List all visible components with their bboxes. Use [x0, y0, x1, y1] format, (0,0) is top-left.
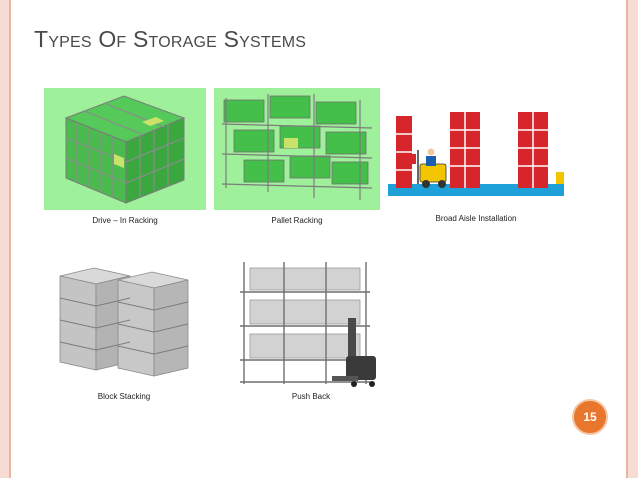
broad-aisle-installation-image: [388, 100, 564, 196]
right-border-line: [626, 0, 628, 478]
left-border-line: [9, 0, 11, 478]
push-back-image: [236, 258, 386, 390]
slide-title: Types Of Storage Systems: [34, 26, 307, 52]
pallet-racking-caption: Pallet Racking: [271, 216, 323, 225]
page-number-badge: [572, 399, 608, 435]
drive-in-racking-image: [44, 88, 206, 210]
pallet-racking-image: [214, 88, 380, 210]
push-back-caption: Push Back: [291, 392, 331, 401]
page-number: 15: [583, 410, 597, 424]
left-border-band: [0, 0, 9, 478]
broad-aisle-installation-caption: Broad Aisle Installation: [435, 214, 517, 223]
drive-in-racking-caption: Drive – In Racking: [92, 216, 158, 225]
block-stacking-image: [54, 262, 194, 380]
block-stacking-caption: Block Stacking: [97, 392, 151, 401]
right-border-band: [628, 0, 638, 478]
